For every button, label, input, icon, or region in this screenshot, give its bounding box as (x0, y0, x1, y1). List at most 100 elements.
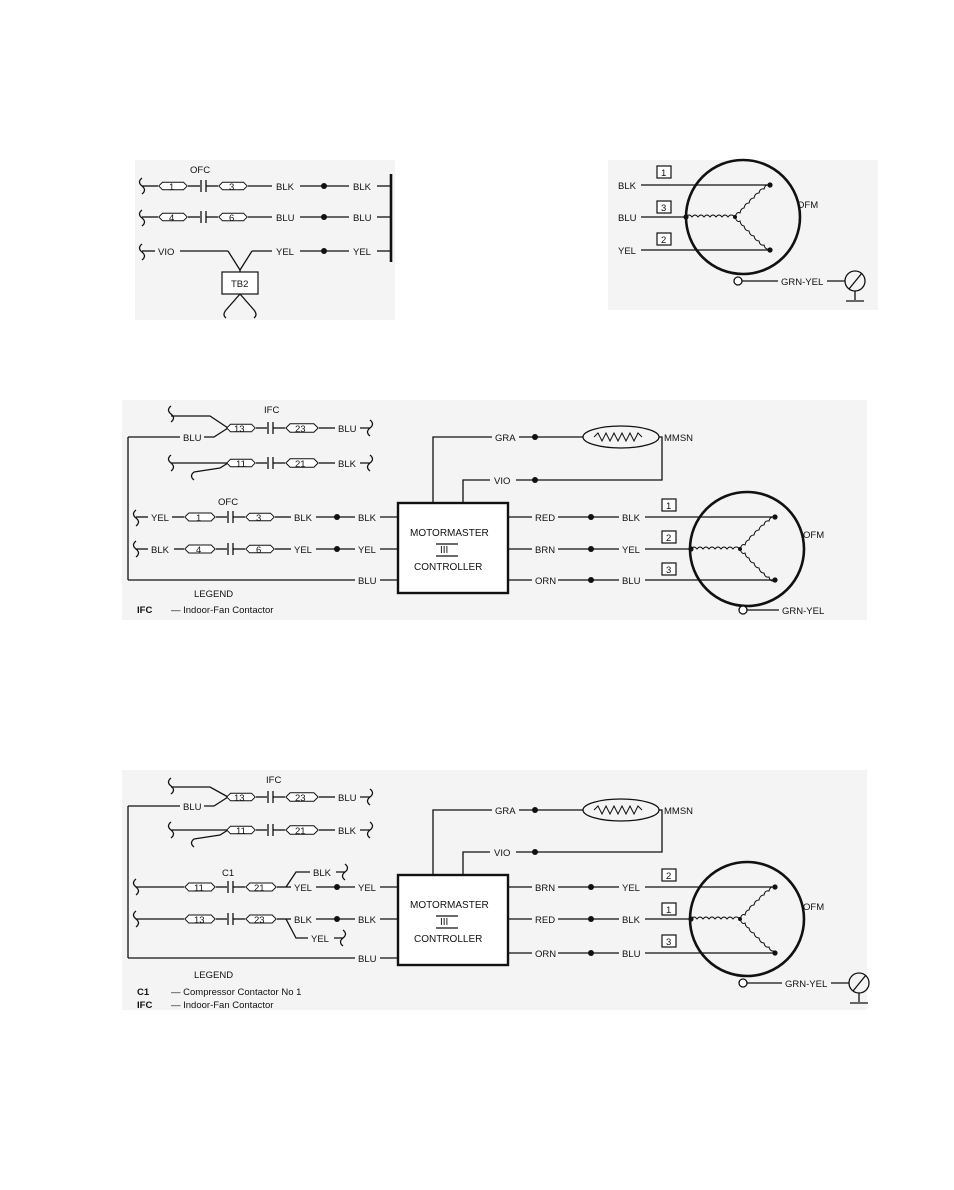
winding-coil (734, 216, 771, 250)
terminal-label: 6 (256, 545, 261, 556)
wire-label: BLK (338, 826, 357, 837)
ofc-label: OFC (190, 165, 210, 176)
winding-coil (739, 516, 776, 550)
wire-label: YEL (622, 883, 640, 894)
wire-label: RED (535, 513, 555, 524)
motormaster-controller (396, 501, 510, 595)
legend-title: LEGEND (194, 970, 233, 981)
pin-box-2 (661, 530, 677, 544)
wire-label: BLK (313, 868, 332, 879)
pin-label: 3 (666, 937, 671, 948)
wire-label: BLK (294, 513, 313, 524)
wire-label: BLK (151, 545, 170, 556)
controller-label: MOTORMASTER (410, 900, 489, 911)
wire-label: YEL (311, 934, 329, 945)
wire-label: ORN (535, 949, 556, 960)
terminal-label: 4 (196, 545, 201, 556)
pin-label: 1 (666, 905, 671, 916)
pin-box-3 (661, 934, 677, 948)
wire-label: BLU (622, 949, 641, 960)
wire-label: BLU (618, 213, 637, 224)
pin-box-2 (656, 232, 672, 246)
terminal-label: 23 (295, 793, 306, 804)
terminal-label: 21 (295, 459, 306, 470)
wire-label: BLK (622, 513, 641, 524)
mmsn-label: MMSN (664, 433, 693, 444)
wire-label: BLU (276, 213, 295, 224)
winding-coil (739, 886, 776, 920)
wire-label: BLU (622, 576, 641, 587)
wire-label: BLU (358, 954, 377, 965)
wire-label: ORN (535, 576, 556, 587)
legend-desc: — Indoor-Fan Contactor (171, 605, 273, 616)
terminal-label: 13 (234, 793, 245, 804)
wire-label: BRN (535, 545, 555, 556)
wire-label: BLU (183, 433, 202, 444)
diagram-2: IFC BLU 13 23 BLU 11 21 BLK OFC (122, 400, 867, 620)
winding-coil (690, 916, 741, 920)
winding-coil (690, 546, 741, 550)
wire-label: VIO (494, 476, 510, 487)
ground-wire-label: GRN-YEL (781, 277, 823, 288)
wire-label: BLU (358, 576, 377, 587)
wire-break-icon (360, 419, 374, 437)
wire-break-icon (138, 243, 146, 261)
wire-break-icon (223, 293, 257, 319)
terminal-3-label: 3 (229, 182, 234, 193)
pin-box-2 (661, 868, 677, 882)
pin-box-3 (656, 200, 672, 214)
wire-label: YEL (358, 883, 376, 894)
ground-wire-label: GRN-YEL (785, 979, 827, 990)
controller-label: CONTROLLER (414, 562, 482, 573)
ifc-label: IFC (266, 775, 281, 786)
wire-label: YEL (151, 513, 169, 524)
motormaster-controller (396, 873, 510, 967)
terminal-label: 23 (295, 424, 306, 435)
wire-label: BLK (618, 181, 637, 192)
pin-box-1 (661, 902, 677, 916)
wire-label: YEL (353, 247, 371, 258)
wire-label: YEL (618, 246, 636, 257)
terminal-label: 11 (236, 826, 246, 837)
wire-break-icon (132, 509, 140, 527)
wire-label: BLU (183, 802, 202, 813)
terminal-label: 13 (194, 915, 205, 926)
pin-label: 2 (666, 533, 671, 544)
controller-label: MOTORMASTER (410, 528, 489, 539)
ofm-label: OFM (797, 200, 818, 211)
ifc-label: IFC (264, 405, 279, 416)
legend-desc: — Compressor Contactor No 1 (171, 987, 301, 998)
ground-icon (844, 270, 866, 302)
terminal-label: 21 (254, 883, 265, 894)
wire-break-icon (360, 454, 374, 472)
tb2-label: TB2 (231, 279, 248, 290)
terminal-label: 3 (256, 513, 261, 524)
wire-label: YEL (358, 545, 376, 556)
wire-break-icon (167, 777, 175, 795)
terminal-label: 11 (194, 883, 204, 894)
wire-label: RED (535, 915, 555, 926)
legend-desc: — Indoor-Fan Contactor (171, 1000, 273, 1011)
wire-break-icon (167, 405, 175, 423)
mmsn-label: MMSN (664, 806, 693, 817)
pin-box-1 (661, 498, 677, 512)
c1-label: C1 (222, 868, 234, 879)
wire-label: BLU (338, 424, 357, 435)
winding-coil (734, 184, 771, 218)
legend-title: LEGEND (194, 589, 233, 600)
terminal-label: 23 (254, 915, 265, 926)
diagram-3: IFC BLU 13 23 BLU 11 21 BLK C1 (122, 770, 870, 1011)
wire-break-icon (138, 209, 146, 227)
ofm-label: OFM (803, 530, 824, 541)
ground-icon (848, 972, 870, 1004)
wire-label: BLU (353, 213, 372, 224)
terminal-label: 21 (295, 826, 306, 837)
wire-label: BLU (338, 793, 357, 804)
terminal-label: 11 (236, 459, 246, 470)
legend-abbr: C1 (137, 987, 150, 998)
winding-coil (685, 214, 736, 218)
controller-label: III (440, 917, 448, 928)
terminal-4-label: 4 (169, 213, 174, 224)
pin-label: 2 (661, 235, 666, 246)
wire-label: YEL (294, 545, 312, 556)
